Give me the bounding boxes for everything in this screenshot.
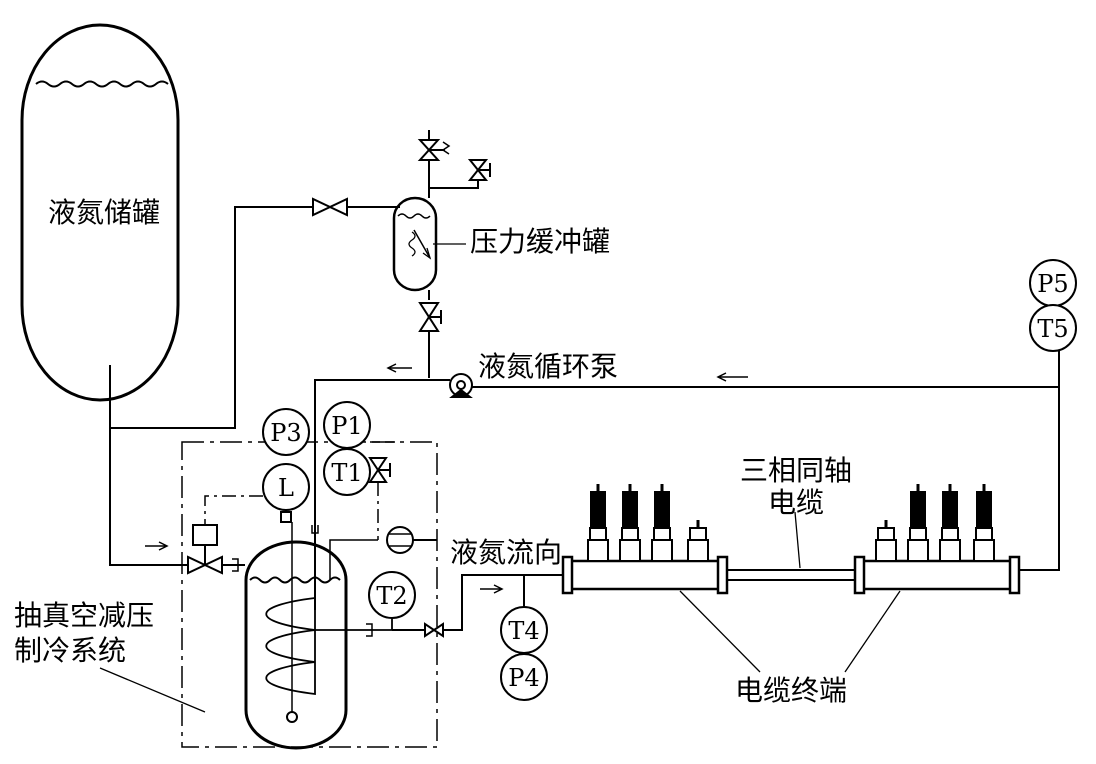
tank-outlet-line bbox=[109, 365, 188, 566]
instrument-t2-label: T2 bbox=[376, 582, 407, 610]
outlet-valve-icon bbox=[424, 622, 444, 638]
bushing-icon bbox=[651, 484, 673, 562]
refrigeration-vessel bbox=[244, 540, 348, 750]
coaxial-cable-label-2: 电缆 bbox=[768, 486, 824, 519]
flow-direction-label: 液氮流向 bbox=[450, 536, 562, 569]
instrument-t1-label: T1 bbox=[331, 459, 362, 487]
cable-terminal-right bbox=[853, 484, 1021, 595]
instrument-t1 bbox=[323, 448, 371, 496]
coaxial-cable-label-1: 三相同轴 bbox=[740, 454, 852, 487]
instrument-t5 bbox=[1029, 304, 1077, 352]
instrument-p1-label: P1 bbox=[331, 412, 362, 440]
instrument-p4-label: P4 bbox=[508, 664, 539, 692]
bushing-icon bbox=[587, 484, 609, 562]
flow-arrow-outlet bbox=[480, 584, 504, 594]
relief-valve-icon bbox=[417, 139, 451, 161]
pump-label: 液氮循环泵 bbox=[478, 350, 618, 383]
vent-valve-icon bbox=[467, 159, 491, 181]
instrument-p3 bbox=[262, 408, 310, 456]
port-icon bbox=[687, 520, 709, 562]
buffer-tank bbox=[392, 196, 438, 292]
vacuum-pump-icon bbox=[386, 526, 414, 554]
storage-tank bbox=[20, 23, 180, 402]
port-icon bbox=[875, 520, 897, 562]
instrument-t4-label: T4 bbox=[508, 617, 539, 645]
cable-terminal-left bbox=[561, 484, 729, 595]
instrument-p5-label: P5 bbox=[1037, 270, 1068, 298]
supply-line-to-buffer bbox=[110, 206, 312, 429]
flow-arrow-inlet bbox=[145, 541, 169, 551]
instrument-p3-label: P3 bbox=[270, 419, 301, 447]
circulation-pump-icon bbox=[449, 373, 473, 398]
bushing-icon bbox=[973, 484, 995, 562]
refrigeration-label-1: 抽真空减压 bbox=[14, 599, 154, 632]
instrument-t5-label: T5 bbox=[1037, 315, 1068, 343]
bushing-icon bbox=[939, 484, 961, 562]
bushing-icon bbox=[619, 484, 641, 562]
bushing-icon bbox=[907, 484, 929, 562]
cable-terminals-label: 电缆终端 bbox=[735, 674, 847, 707]
instrument-p4 bbox=[500, 653, 548, 701]
buffer-tank-label: 压力缓冲罐 bbox=[470, 225, 610, 258]
actuator-icon bbox=[192, 524, 218, 546]
valve-icon bbox=[418, 302, 442, 332]
heat-exchanger-coil bbox=[265, 597, 316, 696]
storage-tank-label: 液氮储罐 bbox=[48, 196, 160, 229]
instrument-l-label: L bbox=[278, 474, 294, 502]
valve-icon bbox=[312, 197, 348, 217]
flow-arrow-pump bbox=[386, 363, 412, 373]
flow-arrow-return bbox=[716, 372, 748, 382]
vacuum-valve-icon bbox=[368, 457, 391, 483]
refrigeration-label-2: 制冷系统 bbox=[14, 634, 126, 667]
